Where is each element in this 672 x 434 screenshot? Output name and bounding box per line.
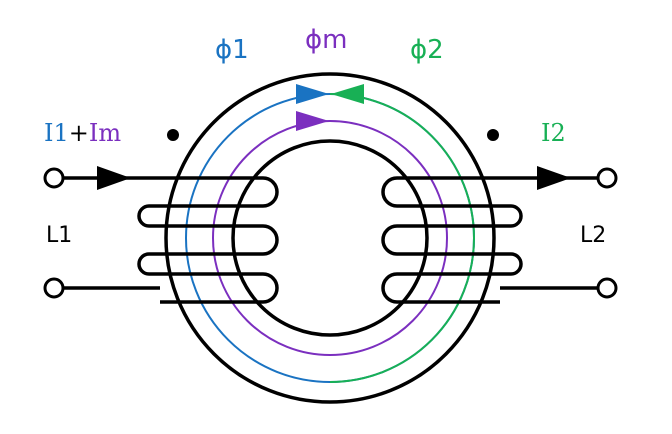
label-im: Im bbox=[89, 119, 121, 147]
primary-winding bbox=[137, 176, 279, 304]
phi2-arrow bbox=[331, 84, 364, 104]
phim-arrow bbox=[296, 111, 329, 131]
label-phim: ϕm bbox=[305, 25, 347, 55]
label-plus: + bbox=[69, 119, 89, 147]
flux-path-phi1 bbox=[185, 93, 475, 383]
phi1-arrow bbox=[296, 84, 329, 104]
terminal-primary-top bbox=[43, 167, 65, 189]
current-arrow-secondary bbox=[537, 166, 571, 190]
label-l2: L2 bbox=[580, 223, 606, 248]
label-l1: L1 bbox=[46, 223, 72, 248]
secondary-winding bbox=[381, 176, 523, 304]
terminal-secondary-bottom bbox=[596, 277, 618, 299]
flux-path-phi2 bbox=[329, 93, 476, 383]
terminal-secondary-top bbox=[596, 167, 618, 189]
polarity-dot-primary bbox=[167, 129, 179, 141]
label-i1-im: I1+Im bbox=[44, 119, 121, 147]
label-phi1: ϕ1 bbox=[215, 35, 249, 65]
terminal-primary-bottom bbox=[43, 277, 65, 299]
label-phi2: ϕ2 bbox=[410, 35, 444, 65]
flux-path-phim bbox=[212, 120, 448, 356]
polarity-dot-secondary bbox=[487, 129, 499, 141]
core-inner-ring bbox=[231, 139, 429, 337]
core-outer-ring bbox=[164, 72, 496, 404]
current-arrow-primary bbox=[97, 166, 131, 190]
label-i1: I1 bbox=[44, 119, 69, 147]
label-i2: I2 bbox=[541, 119, 566, 147]
